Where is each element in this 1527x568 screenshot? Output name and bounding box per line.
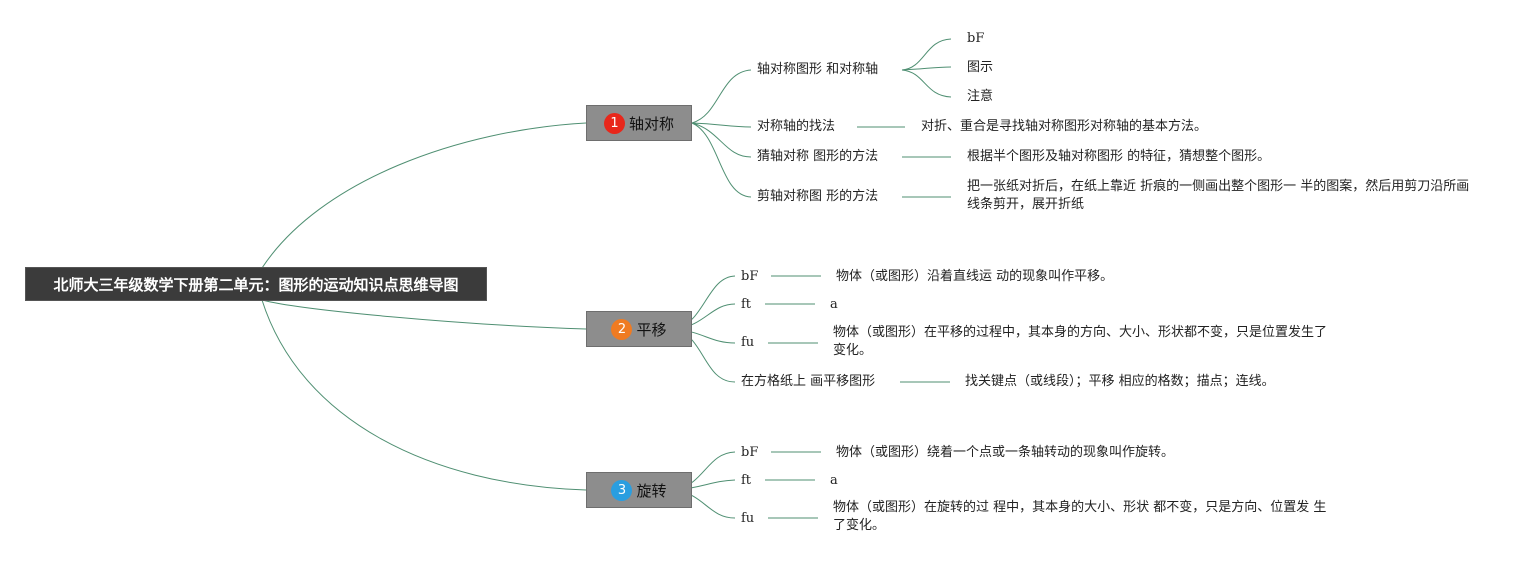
detail-text: a <box>830 473 838 488</box>
root-node[interactable]: 北师大三年级数学下册第二单元：图形的运动知识点思维导图 <box>25 267 487 301</box>
detail-text: 对折、重合是寻找轴对称图形对称轴的基本方法。 <box>921 119 1208 134</box>
leaf-label[interactable]: 图示 <box>967 60 994 75</box>
branch-label[interactable]: ft <box>741 473 752 488</box>
connector-line <box>261 299 587 491</box>
branch-label[interactable]: 猜轴对称 图形的方法 <box>757 149 879 164</box>
branch-label[interactable]: fu <box>741 335 755 350</box>
detail-text: 根据半个图形及轴对称图形 的特征，猜想整个图形。 <box>967 149 1271 164</box>
connector-line <box>901 38 952 71</box>
detail-text: 把一张纸对折后，在纸上靠近 折痕的一侧画出整个图形一 半的图案，然后用剪刀沿所画… <box>967 179 1470 212</box>
branch-label[interactable]: 对称轴的找法 <box>757 119 836 134</box>
topic-translation[interactable]: 2 平移 <box>586 311 692 347</box>
branch-label[interactable]: fu <box>741 511 755 526</box>
topic-label: 旋转 <box>636 481 667 500</box>
connector-line <box>691 122 752 198</box>
detail-text: 找关键点（或线段）；平移 相应的格数；描点；连线。 <box>965 374 1275 389</box>
detail-text: 物体（或图形）在平移的过程中，其本身的方向、大小、形状都不变，只是位置发生了变化… <box>833 325 1328 358</box>
branch-label[interactable]: ft <box>741 297 752 312</box>
connector-line <box>261 122 587 269</box>
topic-label: 轴对称 <box>628 114 674 133</box>
topic-label: 平移 <box>636 320 667 339</box>
branch-label[interactable]: bF <box>741 269 759 284</box>
connector-line <box>901 66 952 71</box>
branch-label[interactable]: 剪轴对称图 形的方法 <box>757 189 879 204</box>
detail-text: 物体（或图形）在旋转的过 程中，其本身的大小、形状 都不变，只是方向、位置发 生… <box>833 500 1327 533</box>
connector-line <box>691 122 752 158</box>
detail-text: a <box>830 297 838 312</box>
branch-label[interactable]: 轴对称图形 和对称轴 <box>757 62 879 77</box>
topic-rotation[interactable]: 3 旋转 <box>586 472 692 508</box>
connector-line <box>261 299 587 330</box>
branch-label[interactable]: 在方格纸上 画平移图形 <box>741 374 876 389</box>
number-badge: 1 <box>603 112 625 134</box>
topic-axial-symmetry[interactable]: 1 轴对称 <box>586 105 692 141</box>
detail-text: 物体（或图形）沿着直线运 动的现象叫作平移。 <box>836 269 1114 284</box>
detail-text: 物体（或图形）绕着一个点或一条轴转动的现象叫作旋转。 <box>836 445 1175 460</box>
connector-line <box>691 69 752 124</box>
number-badge: 3 <box>611 479 633 501</box>
number-badge: 2 <box>611 318 633 340</box>
leaf-label[interactable]: bF <box>967 31 985 46</box>
leaf-label[interactable]: 注意 <box>967 89 994 104</box>
branch-label[interactable]: bF <box>741 445 759 460</box>
connector-line <box>901 69 952 98</box>
connector-line <box>691 122 752 128</box>
